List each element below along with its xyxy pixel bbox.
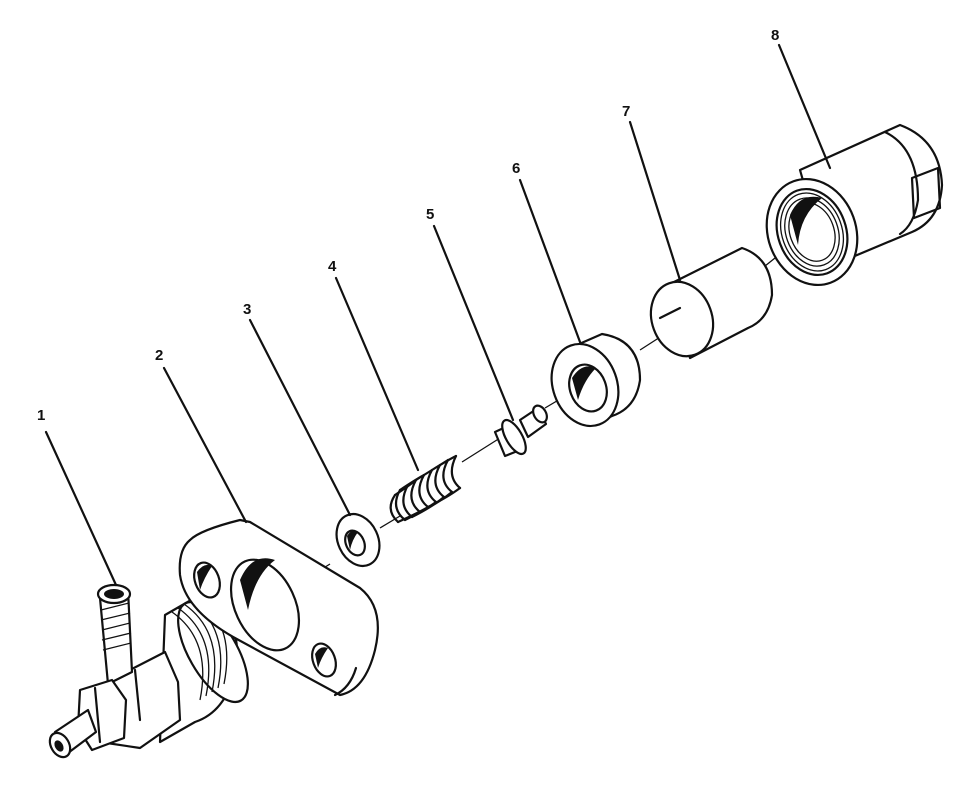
callout-3: 3 xyxy=(243,301,251,318)
part-6-seat-ring xyxy=(550,332,642,428)
callout-8: 8 xyxy=(771,27,779,44)
callout-6: 6 xyxy=(512,160,520,177)
part-2-flange xyxy=(178,518,379,697)
leader-lines xyxy=(44,43,832,587)
leader-line-1 xyxy=(44,430,118,587)
part-1-fitting-body xyxy=(48,583,249,759)
leader-line-3 xyxy=(248,318,352,517)
leader-line-4 xyxy=(334,276,420,472)
callout-2: 2 xyxy=(155,347,163,364)
leader-line-6 xyxy=(518,178,582,344)
callout-7: 7 xyxy=(622,103,630,120)
callout-1: 1 xyxy=(37,407,45,424)
leader-line-5 xyxy=(432,224,515,422)
callout-numbers: 1 2 3 4 5 6 7 8 xyxy=(37,27,779,424)
part-7-plunger xyxy=(649,246,774,360)
leader-line-2 xyxy=(162,366,248,524)
part-5-valve xyxy=(493,404,548,458)
callout-5: 5 xyxy=(426,206,434,223)
part-8-cap-nut xyxy=(765,123,944,287)
part-4-spring xyxy=(389,454,462,524)
callout-4: 4 xyxy=(328,258,337,275)
leader-line-8 xyxy=(777,43,832,170)
part-3-washer xyxy=(335,513,381,567)
leader-line-7 xyxy=(628,120,682,282)
